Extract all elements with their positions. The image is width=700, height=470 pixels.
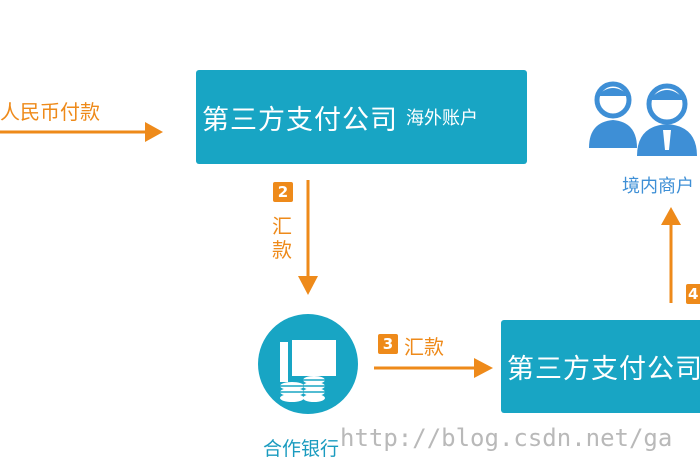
bank-icon [256, 312, 360, 416]
arrow-step3 [374, 358, 493, 378]
merchant-label: 境内商户 [622, 176, 694, 197]
step3-label: 汇款 [404, 335, 444, 359]
arrow-step4 [661, 207, 681, 303]
payment-company-overseas-box: 第三方支付公司 海外账户 [196, 70, 527, 164]
step4-badge: 4 [686, 284, 700, 304]
payment-company-bottom-title: 第三方支付公司 [507, 354, 700, 385]
step2-label-line1: 汇 [272, 214, 292, 238]
bank-label: 合作银行 [263, 438, 340, 460]
arrow-step2 [298, 180, 318, 295]
payment-company-title: 第三方支付公司 [202, 104, 398, 136]
overseas-account-label: 海外账户 [406, 108, 478, 129]
step1-label: 人民币付款 [0, 100, 100, 124]
step2-badge: 2 [273, 182, 293, 202]
step2-label-line2: 款 [272, 238, 292, 262]
merchant-people-icon [589, 81, 697, 156]
watermark-text: http://blog.csdn.net/ga [340, 424, 673, 452]
arrow-step1 [0, 122, 163, 142]
payment-company-domestic-box: 第三方支付公司 [501, 320, 700, 413]
step3-badge: 3 [378, 334, 398, 354]
